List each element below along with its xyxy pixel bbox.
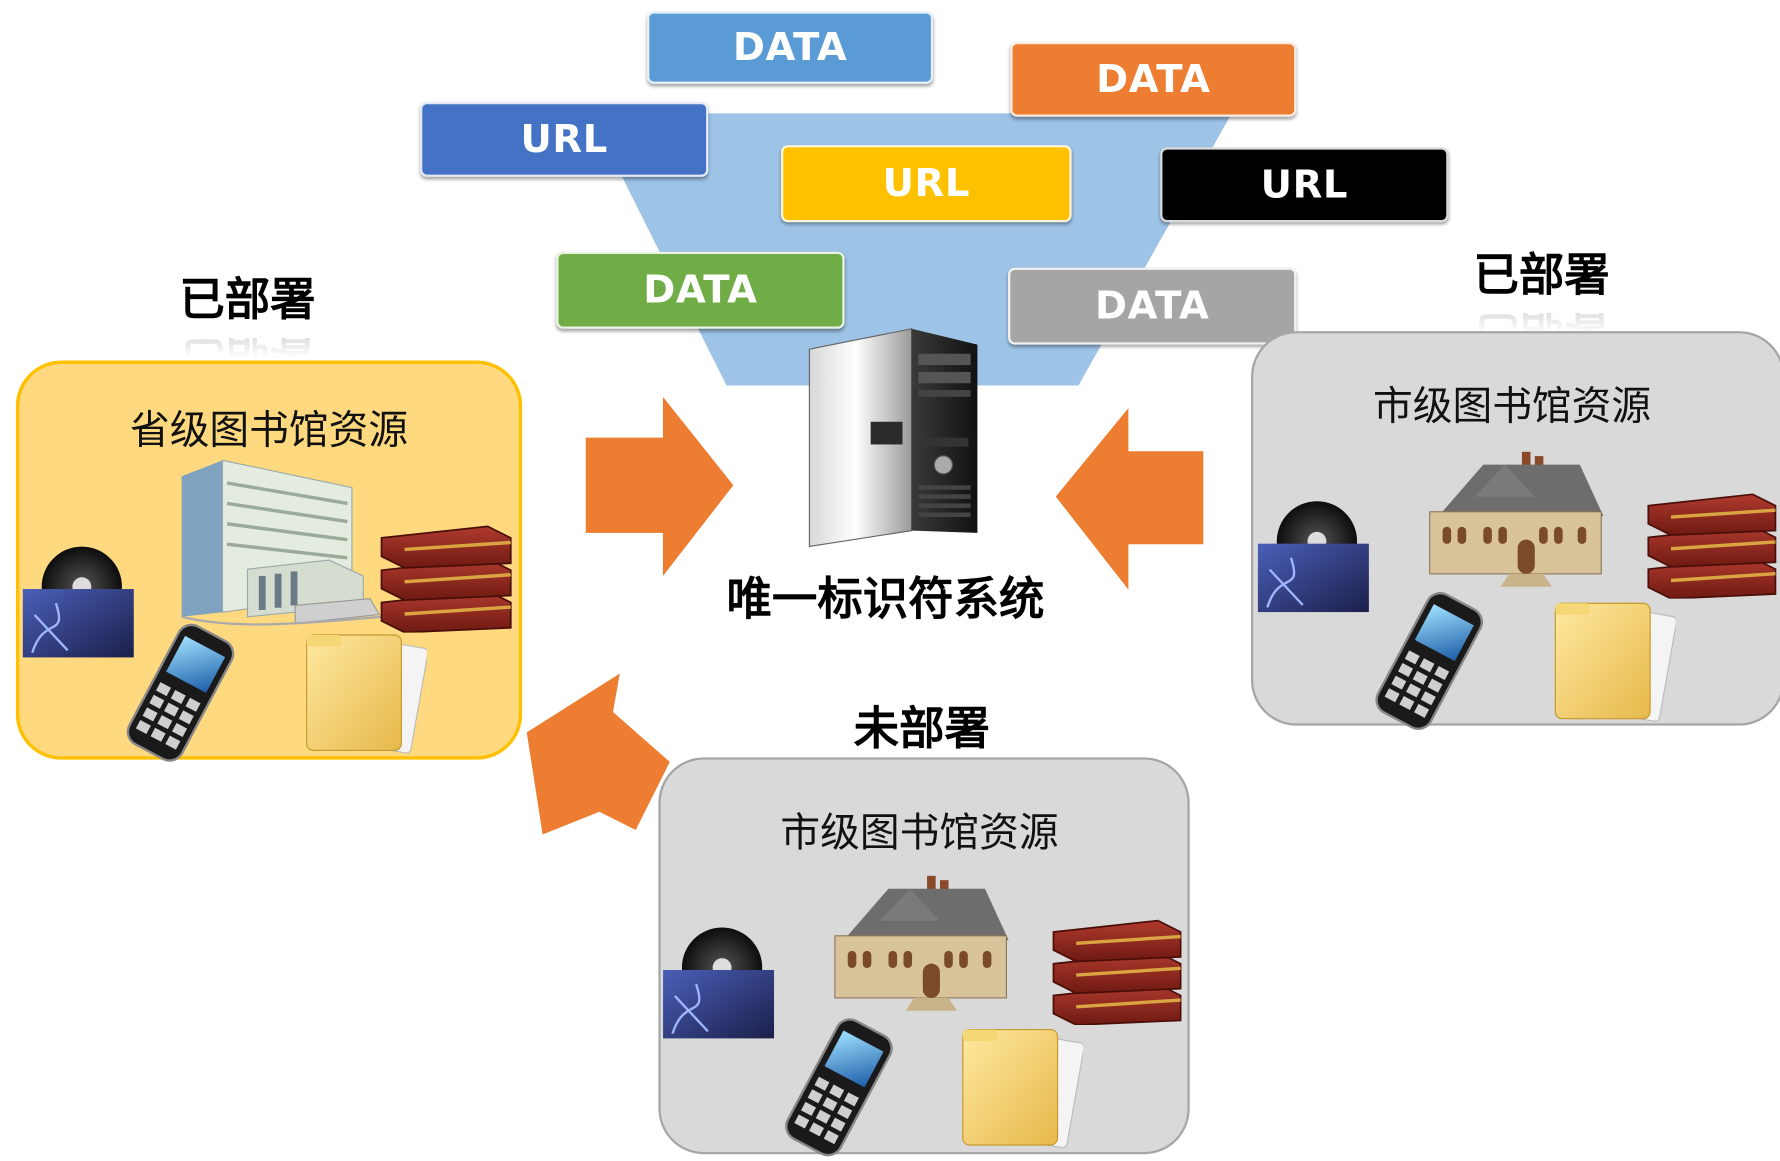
city-bottom-title: 市级图书馆资源	[780, 810, 1059, 857]
vinyl-record-icon	[661, 925, 779, 1043]
data-tag-4: DATA	[1008, 267, 1297, 345]
arrow-left-icon	[1055, 408, 1204, 590]
url-tag-3: URL	[1160, 147, 1449, 223]
url-tag-2: URL	[781, 145, 1072, 223]
arrow-diagonal-icon	[526, 673, 670, 835]
folder-icon	[956, 1025, 1083, 1152]
provincial-title: 省级图书馆资源	[129, 408, 409, 454]
data-tag-1: DATA	[647, 11, 934, 84]
mobile-phone-icon	[1358, 590, 1501, 733]
vinyl-record-icon	[1256, 499, 1374, 617]
folder-icon	[300, 630, 427, 757]
server-tower-icon	[808, 328, 978, 548]
books-stack-icon	[377, 522, 515, 633]
url-tag-1: URL	[420, 102, 709, 177]
city-right-title: 市级图书馆资源	[1373, 384, 1652, 430]
house-icon	[824, 873, 1017, 1014]
mobile-phone-icon	[109, 621, 252, 764]
city-right-status: 已部署 已部署	[1473, 249, 1610, 358]
data-tag-2: DATA	[1010, 41, 1297, 117]
house-icon	[1419, 449, 1612, 590]
city-bottom-status: 未部署 未部署	[853, 702, 990, 812]
data-tag-3: DATA	[556, 251, 845, 329]
folder-icon	[1548, 599, 1675, 726]
books-stack-icon	[1049, 916, 1185, 1025]
books-stack-icon	[1644, 490, 1780, 599]
arrow-right-icon	[585, 396, 734, 576]
mobile-phone-icon	[767, 1016, 910, 1159]
office-building-icon	[159, 458, 386, 628]
server-caption: 唯一标识符系统	[726, 573, 1045, 626]
provincial-status: 已部署 已部署	[179, 274, 316, 384]
